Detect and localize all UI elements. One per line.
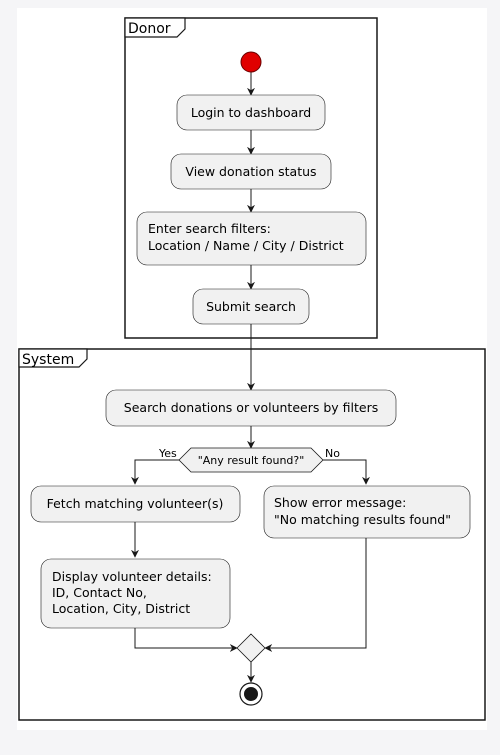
system-lane-title: System — [22, 352, 74, 368]
edge-decision-yes — [131, 459, 179, 485]
activity-view-status: View donation status — [170, 153, 332, 190]
activity-details-line2: ID, Contact No, — [52, 585, 147, 600]
system-lane: System — [18, 348, 486, 721]
decision-node: "Any result found?" Yes No — [158, 447, 340, 473]
guard-no: No — [325, 447, 340, 460]
activity-error-line1: Show error message: — [274, 495, 406, 510]
activity-diagram: Donor System Login to dashboard View don… — [17, 8, 487, 730]
activity-details: Display volunteer details: ID, Contact N… — [40, 558, 231, 629]
edge-decision-no — [323, 459, 370, 485]
end-node — [239, 682, 263, 706]
activity-search-label: Search donations or volunteers by filter… — [124, 400, 378, 415]
activity-error: Show error message: "No matching results… — [263, 485, 471, 539]
decision-hexagon — [178, 447, 324, 473]
edge-error-to-merge — [264, 538, 367, 652]
activity-search: Search donations or volunteers by filter… — [105, 389, 397, 427]
guard-yes: Yes — [158, 447, 177, 460]
merge-node — [236, 633, 266, 663]
activity-fetch: Fetch matching volunteer(s) — [30, 485, 241, 523]
activity-login: Login to dashboard — [176, 94, 326, 131]
decision-condition: "Any result found?" — [198, 454, 305, 467]
edge-details-to-merge — [134, 628, 238, 652]
activity-details-line1: Display volunteer details: — [52, 569, 212, 584]
activity-error-line2: "No matching results found" — [274, 512, 451, 527]
activity-fetch-label: Fetch matching volunteer(s) — [47, 496, 224, 511]
start-node — [240, 51, 262, 73]
activity-submit-label: Submit search — [206, 299, 296, 314]
system-lane-frame — [18, 348, 486, 721]
activity-details-line3: Location, City, District — [52, 601, 190, 616]
donor-lane-title: Donor — [128, 21, 171, 37]
activity-login-label: Login to dashboard — [191, 105, 311, 120]
activity-enter-filters: Enter search filters: Location / Name / … — [136, 211, 367, 266]
activity-view-status-label: View donation status — [185, 164, 316, 179]
activity-enter-filters-line2: Location / Name / City / District — [148, 238, 344, 253]
diagram-svg: Donor System Login to dashboard View don… — [18, 17, 486, 721]
system-lane-tab — [18, 348, 88, 368]
activity-submit: Submit search — [192, 288, 310, 325]
donor-lane-tab — [124, 17, 186, 38]
activity-enter-filters-line1: Enter search filters: — [148, 221, 271, 236]
